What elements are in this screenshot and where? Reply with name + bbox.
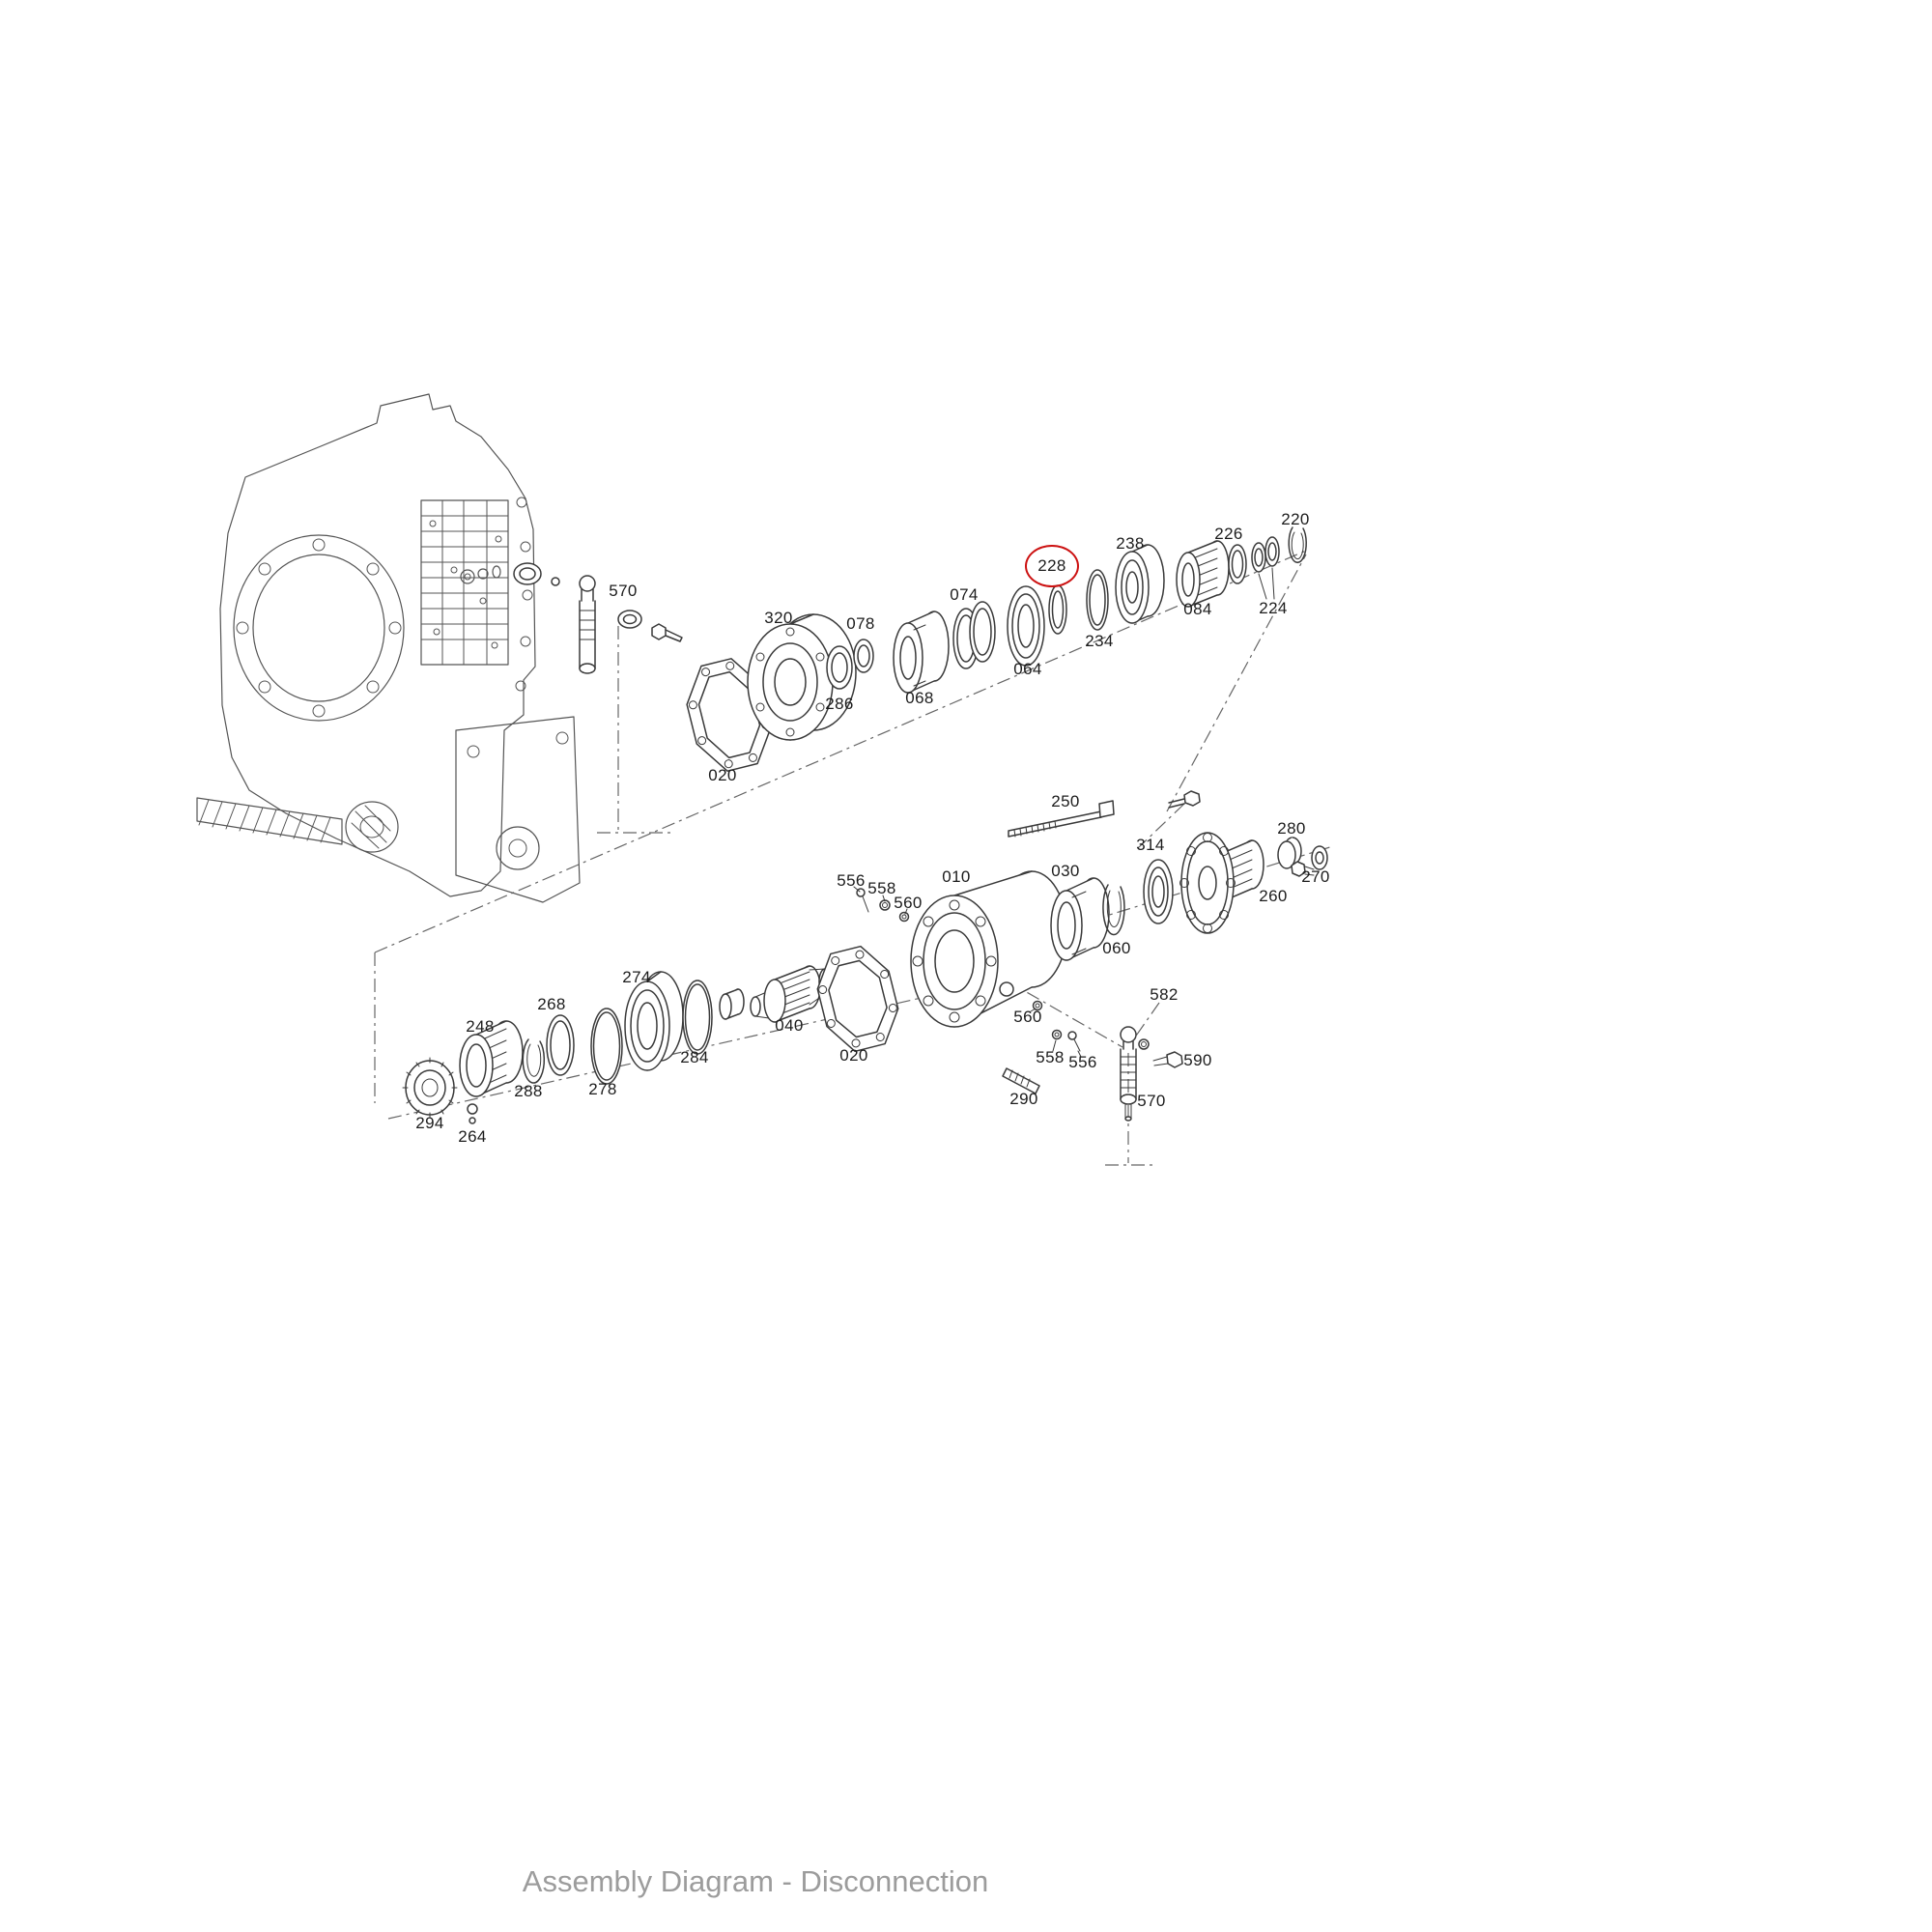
part-label-570: 570 — [1137, 1092, 1166, 1110]
part-label-560: 560 — [894, 894, 923, 912]
part-label-314: 314 — [1136, 836, 1165, 854]
part-224-washers — [1251, 536, 1280, 600]
part-label-558: 558 — [867, 879, 896, 897]
part-582-washer — [1138, 1038, 1150, 1050]
part-label-074: 074 — [950, 585, 979, 604]
part-label-234: 234 — [1085, 632, 1114, 650]
part-label-286: 286 — [825, 695, 854, 713]
part-064-seal — [1007, 585, 1045, 667]
diagram-title: Assembly Diagram - Disconnection — [522, 1864, 989, 1898]
part-558-washer-upper — [879, 895, 891, 911]
part-label-290: 290 — [1009, 1090, 1038, 1108]
part-label-556: 556 — [837, 871, 866, 890]
highlight-circle-228 — [1025, 545, 1079, 587]
part-label-278: 278 — [588, 1080, 617, 1098]
part-label-264: 264 — [458, 1127, 487, 1146]
part-label-228: 228 — [1037, 556, 1066, 575]
part-label-040: 040 — [775, 1016, 804, 1035]
part-label-274: 274 — [622, 968, 651, 986]
part-label-582: 582 — [1150, 985, 1179, 1004]
part-label-250: 250 — [1051, 792, 1080, 810]
part-570-upper-breather — [513, 562, 683, 674]
part-590-bolt — [1152, 1051, 1183, 1068]
part-060-snap-ring — [1102, 884, 1125, 936]
part-label-078: 078 — [846, 614, 875, 633]
part-220-snap-ring — [1288, 526, 1307, 564]
part-label-020: 020 — [708, 766, 737, 784]
part-250-bolt — [1008, 800, 1115, 838]
part-label-280: 280 — [1277, 819, 1306, 838]
part-label-558: 558 — [1036, 1048, 1065, 1066]
part-268-ring — [546, 1014, 575, 1076]
part-label-284: 284 — [680, 1048, 709, 1066]
part-560-washer-lower — [1030, 1000, 1043, 1012]
part-label-238: 238 — [1116, 534, 1145, 553]
fastener-cluster-lower — [1002, 1000, 1183, 1122]
part-278-oring — [590, 1008, 623, 1085]
part-314-seal — [1143, 859, 1174, 924]
part-label-060: 060 — [1102, 939, 1131, 957]
part-320-cover — [747, 613, 857, 741]
part-078-shim — [853, 639, 874, 673]
part-560-washer-upper — [898, 908, 910, 923]
part-roller — [719, 988, 745, 1020]
part-bolt-upper-right — [1168, 790, 1201, 809]
part-label-270: 270 — [1301, 867, 1330, 886]
part-238-seal — [1115, 544, 1165, 624]
part-074-shims — [952, 601, 996, 669]
part-558-washer-lower — [1051, 1029, 1063, 1052]
part-260-flange — [1179, 832, 1264, 934]
part-label-320: 320 — [764, 609, 793, 627]
part-010-housing — [910, 870, 1067, 1028]
part-label-084: 084 — [1183, 600, 1212, 618]
centerlines — [374, 550, 1334, 1166]
part-label-224: 224 — [1259, 599, 1288, 617]
part-556-screw-upper — [853, 886, 869, 913]
part-068-bearing — [893, 611, 950, 694]
part-label-226: 226 — [1214, 525, 1243, 543]
part-flange-bolt — [1291, 861, 1315, 877]
part-556-screw-lower — [1067, 1031, 1082, 1058]
part-286-shim — [826, 645, 853, 690]
part-label-288: 288 — [514, 1082, 543, 1100]
part-030-bearing — [1050, 877, 1110, 961]
part-226-ring — [1228, 544, 1247, 584]
part-label-560: 560 — [1013, 1008, 1042, 1026]
part-020-gasket-2 — [816, 945, 899, 1053]
fastener-cluster-upper — [853, 790, 1201, 923]
lower-exploded-row — [402, 945, 899, 1124]
part-label-294: 294 — [415, 1114, 444, 1132]
part-570-lower-valve — [1120, 1026, 1137, 1122]
part-label-248: 248 — [466, 1017, 495, 1036]
part-294-gear — [402, 1057, 458, 1119]
part-290-stud — [1002, 1067, 1040, 1094]
part-label-268: 268 — [537, 995, 566, 1013]
part-label-030: 030 — [1051, 862, 1080, 880]
part-label-010: 010 — [942, 867, 971, 886]
upper-exploded-row — [686, 526, 1307, 772]
part-label-570: 570 — [609, 582, 638, 600]
part-label-556: 556 — [1068, 1053, 1097, 1071]
part-234-ring — [1086, 569, 1109, 631]
part-label-068: 068 — [905, 689, 934, 707]
part-248-bushing — [459, 1020, 524, 1097]
part-274-seal-housing — [624, 971, 684, 1071]
gearbox-housing — [196, 393, 581, 903]
part-284-oring — [682, 980, 713, 1055]
part-label-064: 064 — [1013, 660, 1042, 678]
part-label-220: 220 — [1281, 510, 1310, 528]
right-cluster — [910, 832, 1328, 1028]
part-label-590: 590 — [1183, 1051, 1212, 1069]
part-264-pin — [467, 1103, 478, 1124]
part-288-snap-ring — [522, 1038, 546, 1084]
part-270-washer — [1311, 845, 1328, 870]
part-label-260: 260 — [1259, 887, 1288, 905]
part-084-sleeve — [1176, 540, 1230, 608]
part-label-020: 020 — [839, 1046, 868, 1065]
